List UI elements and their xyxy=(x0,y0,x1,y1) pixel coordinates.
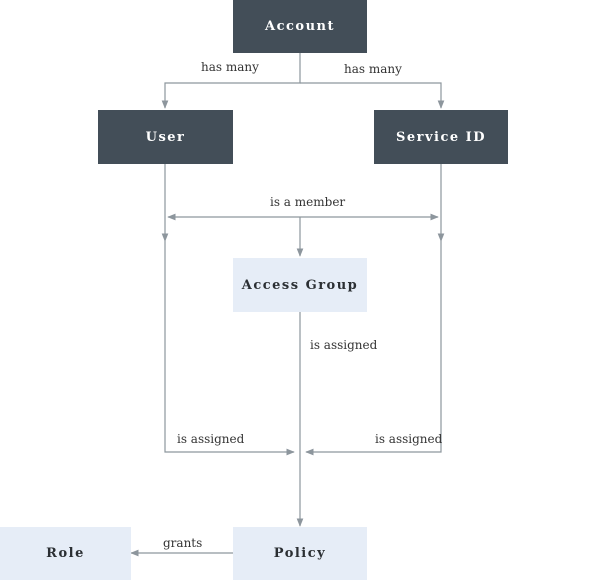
edge-user-assigned xyxy=(164,241,295,456)
role-node: Role xyxy=(0,527,131,580)
edge-account-user xyxy=(161,53,301,109)
label-member: is a member xyxy=(270,195,346,209)
policy-node: Policy xyxy=(233,527,367,580)
edge-service-assigned xyxy=(305,241,442,456)
label-service-assigned: is assigned xyxy=(375,432,443,446)
label-account-user: has many xyxy=(201,60,259,74)
account-node: Account xyxy=(233,0,367,53)
edge-account-service-id xyxy=(300,82,445,109)
label-account-service-id: has many xyxy=(344,62,402,76)
label-user-assigned: is assigned xyxy=(177,432,245,446)
service-id-node: Service ID xyxy=(374,110,508,164)
label-grants: grants xyxy=(163,536,203,550)
user-node: User xyxy=(98,110,233,164)
label-group-assigned: is assigned xyxy=(310,338,378,352)
access-group-node: Access Group xyxy=(233,258,367,312)
